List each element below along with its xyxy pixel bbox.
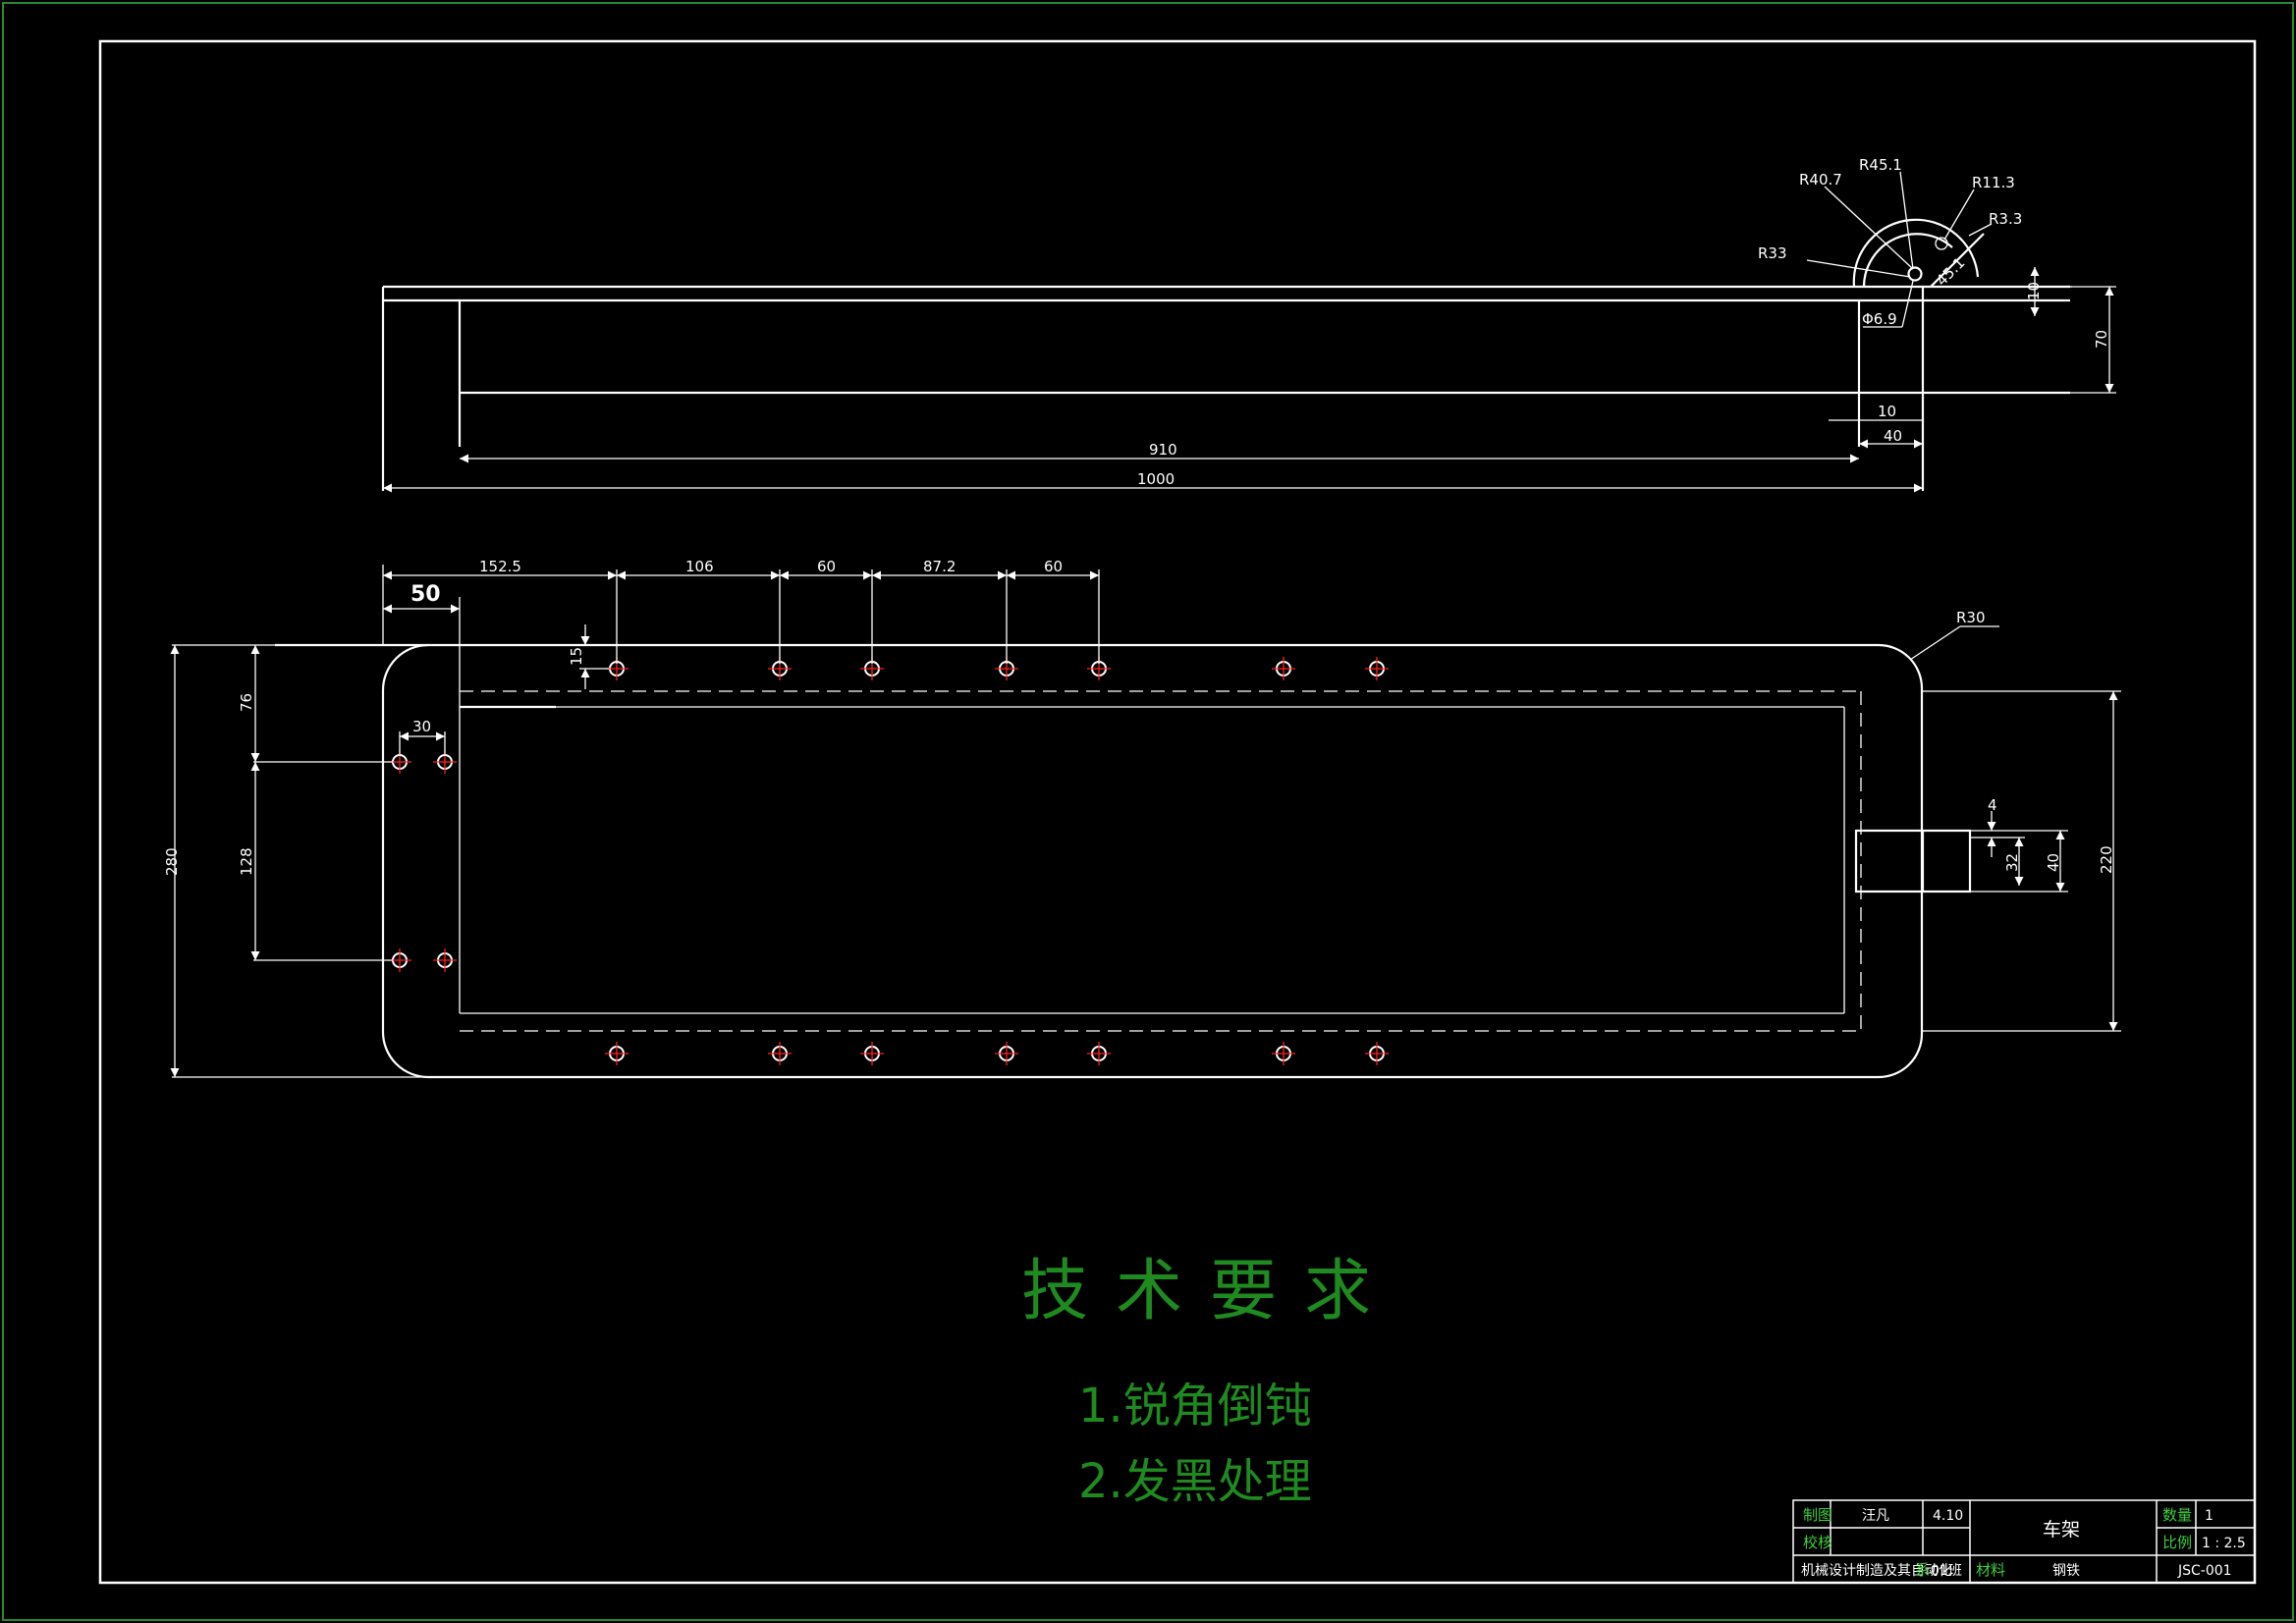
dim-r30: R30 (1956, 609, 1986, 626)
tech-req-item-1: 1.锐角倒钝 (1078, 1379, 1312, 1434)
dim-r11-3: R11.3 (1972, 174, 2015, 191)
tb-drawn-label: 制图 (1803, 1506, 1832, 1524)
dim-40: 40 (2045, 853, 2062, 872)
dim-w910: 910 (1149, 441, 1177, 459)
dim-h70: 70 (2093, 330, 2110, 349)
tech-req-title: 技术要求 (1021, 1253, 1398, 1330)
tb-class-prefix: 系 (1915, 1561, 1930, 1579)
tb-material-label: 材料 (1976, 1561, 2005, 1579)
dim-50: 50 (410, 582, 441, 607)
dim-106: 106 (685, 558, 714, 575)
tb-quantity-label: 数量 (2162, 1506, 2192, 1524)
dim-60a: 60 (817, 558, 836, 575)
dim-h10: 10 (2025, 282, 2043, 300)
tb-scale: 1 : 2.5 (2202, 1536, 2246, 1551)
dim-w10: 10 (1878, 403, 1896, 420)
dim-4: 4 (1988, 796, 1997, 814)
dim-w1000: 1000 (1137, 470, 1175, 488)
dim-280: 280 (163, 847, 181, 876)
tb-date: 4.10 (1933, 1508, 1963, 1524)
top-view: 152.5 106 60 87.2 60 50 R30 15 280 76 12… (163, 558, 2121, 1079)
tb-drawing-no: JSC-001 (2177, 1563, 2232, 1579)
dim-152-5: 152.5 (479, 558, 521, 575)
dim-87-2: 87.2 (923, 558, 956, 575)
dim-76: 76 (238, 693, 255, 712)
dim-45-1: 45.1 (1933, 253, 1968, 289)
dim-128: 128 (238, 847, 255, 876)
tb-school: 机械设计制造及其自动化 (1801, 1563, 1952, 1579)
tb-scale-label: 比例 (2162, 1534, 2192, 1551)
tech-req-item-2: 2.发黑处理 (1078, 1454, 1312, 1509)
dim-r40-7: R40.7 (1799, 171, 1842, 189)
tb-checked-label: 校核 (1803, 1534, 1832, 1551)
dim-15: 15 (568, 647, 585, 666)
dim-r3-3: R3.3 (1989, 210, 2022, 228)
dim-r33: R33 (1758, 244, 1787, 262)
dim-w40: 40 (1884, 427, 1902, 445)
tb-quantity: 1 (2205, 1508, 2214, 1524)
dim-60b: 60 (1044, 558, 1063, 575)
dim-r45-1: R45.1 (1859, 156, 1902, 174)
dim-30: 30 (412, 718, 431, 735)
drawing-frame (98, 39, 2257, 1585)
mounting-holes (388, 657, 1389, 1065)
dim-phi6-9: Φ6.9 (1862, 310, 1897, 328)
dim-220: 220 (2098, 845, 2115, 874)
tb-part-name: 车架 (2043, 1519, 2080, 1541)
tb-material: 钢铁 (2052, 1563, 2080, 1579)
front-view: R40.7 R45.1 R11.3 R3.3 R33 45.1 Φ6.9 10 … (381, 156, 2116, 493)
tb-class-no: 01班 (1931, 1563, 1962, 1579)
dim-32: 32 (2003, 853, 2021, 872)
title-block: 制图 汪凡 4.10 校核 车架 数量 1 比例 1 : 2.5 机械设计制造及… (1792, 1499, 2256, 1584)
tb-author: 汪凡 (1862, 1508, 1889, 1524)
technical-requirements: 技术要求 1.锐角倒钝 2.发黑处理 (1021, 1253, 1398, 1509)
